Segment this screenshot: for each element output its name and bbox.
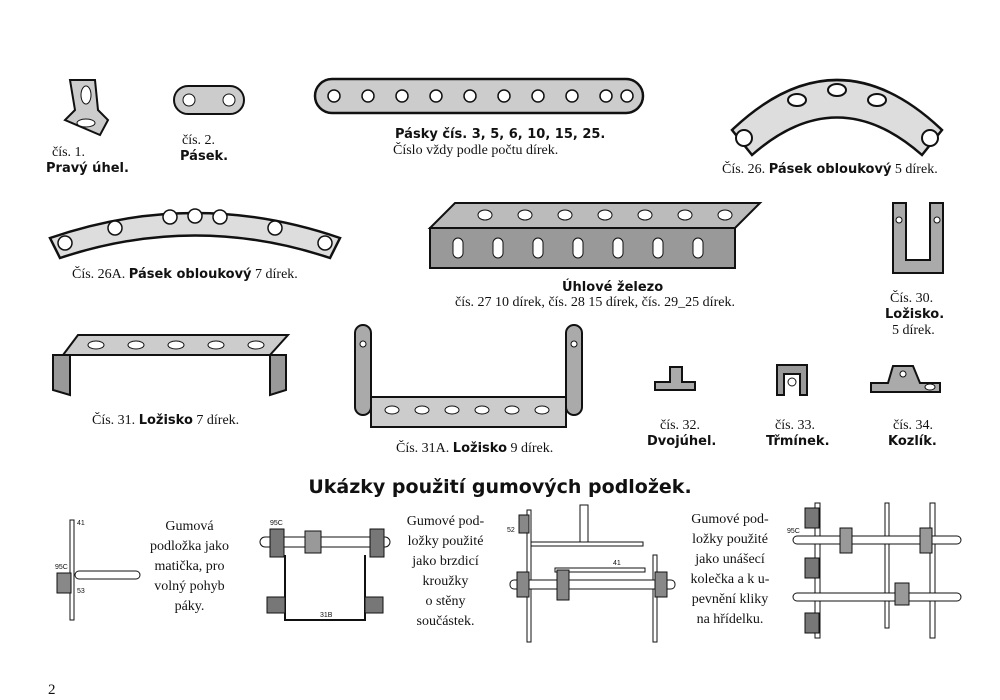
text-line: ložky použité — [692, 532, 768, 547]
label-52: 52 — [507, 527, 515, 534]
label-31b: 31B — [320, 612, 333, 619]
angle-girder-illustration — [427, 202, 763, 269]
text-line: jako brzdicí — [412, 554, 479, 569]
text-line: ložky použité — [407, 534, 484, 549]
part-2-name: Pásek. — [180, 149, 229, 164]
part-30-name: Ložisko. — [885, 307, 945, 322]
label-95c: 95C — [270, 520, 283, 527]
part-26-label: Čís. 26. Pásek obloukový 5 dírek. — [722, 162, 938, 178]
part-26-number: Čís. 26. — [722, 162, 766, 177]
text-line: kroužky — [422, 574, 469, 589]
brake-example-illustration: 52 41 — [507, 504, 676, 643]
part-1-number: čís. 1. — [52, 145, 86, 160]
page-number: 2 — [48, 682, 56, 698]
part-34-name: Kozlík. — [888, 434, 937, 449]
text-line: volný pohyb — [154, 579, 225, 594]
part-31a-name: Ložisko — [452, 441, 507, 456]
label-95c: 95C — [55, 564, 68, 571]
text-line: jako unášecí — [695, 552, 765, 567]
right-angle-illustration — [63, 79, 110, 137]
text-line: podložka jako — [150, 539, 229, 554]
part-26a-number: Čís. 26A. — [72, 267, 126, 282]
part-31-number: Čís. 31. — [92, 413, 136, 428]
part-31-name: Ložisko — [138, 413, 193, 428]
angle-girder-desc: čís. 27 10 dírek, čís. 28 15 dírek, čís.… — [455, 295, 735, 310]
part-26a-desc: 7 dírek. — [255, 267, 298, 282]
strips-name: Pásky čís. 3, 5, 6, 10, 15, 25. — [395, 127, 606, 142]
example-2-text: Gumové pod- ložky použité jako brzdicí k… — [398, 512, 493, 632]
bearing-31a-illustration — [354, 324, 583, 428]
part-30-desc: 5 dírek. — [892, 323, 935, 338]
text-line: Gumové pod- — [691, 512, 769, 527]
part-33-name: Třmínek. — [766, 434, 830, 449]
text-line: o stěny — [425, 594, 466, 609]
part-31-label: Čís. 31. Ložisko 7 dírek. — [92, 413, 239, 429]
part-26-desc: 5 dírek. — [894, 162, 938, 177]
text-line: součástek. — [416, 614, 475, 629]
bearing-31-illustration — [52, 334, 291, 397]
part-1-name: Pravý úhel. — [46, 161, 129, 176]
part-31a-desc: 9 dírek. — [510, 441, 554, 456]
example-1-text: Gumová podložka jako matička, pro volný … — [142, 517, 237, 617]
part-32-name: Dvojúhel. — [647, 434, 717, 449]
angle-girder-name: Úhlové železo — [562, 280, 664, 295]
text-line: matička, pro — [154, 559, 225, 574]
crank-example-illustration: 95C — [787, 502, 962, 639]
part-26-name: Pásek obloukový — [768, 162, 892, 177]
double-bracket-32-illustration — [654, 366, 696, 391]
part-2-number: čís. 2. — [182, 133, 216, 148]
part-31-desc: 7 dírek. — [196, 413, 240, 428]
part-34-number: čís. 34. — [893, 418, 934, 433]
strip-2-illustration — [173, 85, 245, 115]
curved-strip-26-illustration — [730, 78, 944, 157]
part-30-number: Čís. 30. — [890, 291, 934, 306]
part-31a-label: Čís. 31A. Ložisko 9 dírek. — [396, 441, 553, 457]
text-line: kolečka a k u- — [690, 572, 770, 587]
text-line: na hřídelku. — [696, 612, 764, 627]
part-31a-number: Čís. 31A. — [396, 441, 450, 456]
bearing-30-illustration — [892, 202, 944, 274]
label-41: 41 — [77, 520, 85, 527]
strips-illustration — [313, 77, 645, 115]
example-3-text: Gumové pod- ložky použité jako unášecí k… — [680, 510, 780, 630]
strips-desc: Číslo vždy podle počtu dírek. — [393, 143, 559, 158]
text-line: Gumová — [165, 519, 214, 534]
part-26a-name: Pásek obloukový — [128, 267, 252, 282]
lever-example-illustration: 41 95C 53 — [55, 519, 141, 621]
part-32-number: čís. 32. — [660, 418, 701, 433]
brake-ring-example-illustration: 95C 31B — [259, 520, 391, 621]
stirrup-33-illustration — [776, 364, 808, 396]
text-line: Gumové pod- — [406, 514, 485, 529]
label-53: 53 — [77, 588, 85, 595]
curved-strip-26a-illustration — [48, 208, 342, 260]
text-line: páky. — [174, 599, 205, 614]
trestle-34-illustration — [870, 365, 941, 393]
part-26a-label: Čís. 26A. Pásek obloukový 7 dírek. — [72, 267, 298, 283]
label-41: 41 — [613, 560, 621, 567]
label-95c: 95C — [787, 528, 800, 535]
section-title: Ukázky použití gumových podložek. — [308, 476, 692, 498]
part-33-number: čís. 33. — [775, 418, 816, 433]
text-line: pevnění kliky — [691, 592, 769, 607]
